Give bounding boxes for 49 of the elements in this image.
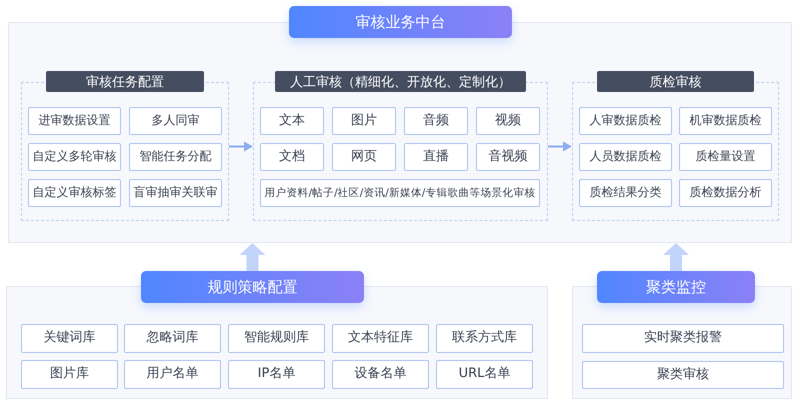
- feature-box: 设备名单: [332, 360, 429, 389]
- feature-box: 音视频: [476, 143, 540, 171]
- feature-box: 联系方式库: [436, 324, 533, 353]
- arrow: [229, 142, 253, 152]
- feature-box: IP名单: [228, 360, 325, 389]
- block-arrow: [240, 243, 266, 271]
- heading-tab: 审核业务中台: [289, 6, 512, 38]
- feature-box: 图片库: [21, 360, 118, 389]
- heading-tab: 聚类监控: [597, 271, 755, 303]
- feature-box: 多人同审: [129, 107, 222, 135]
- feature-box: 聚类审核: [582, 361, 784, 389]
- feature-box: 自定义多轮审核: [28, 143, 121, 171]
- section-panel: [8, 6, 792, 243]
- feature-box: 视频: [476, 107, 540, 135]
- section-panel: [6, 271, 548, 399]
- feature-box: 用户名单: [124, 360, 221, 389]
- heading-tab: 质检审核: [597, 71, 754, 92]
- feature-box: 智能规则库: [228, 324, 325, 353]
- dashed-group: [572, 71, 779, 221]
- feature-box: 关键词库: [21, 324, 118, 353]
- block-arrow: [663, 243, 689, 271]
- heading-tab: 人工审核（精细化、开放化、定制化）: [275, 71, 526, 92]
- feature-box: 机审数据质检: [679, 107, 772, 135]
- heading-tab: 审核任务配置: [46, 71, 204, 92]
- feature-box: 人审数据质检: [579, 107, 672, 135]
- feature-box: 智能任务分配: [129, 143, 222, 171]
- feature-box: 文本: [260, 107, 324, 135]
- feature-box: 人员数据质检: [579, 143, 672, 171]
- heading-tab: 规则策略配置: [141, 271, 364, 303]
- dashed-group: [21, 71, 229, 221]
- section-panel: [572, 271, 792, 399]
- feature-box: 用户资料/帖子/社区/资讯/新媒体/专辑歌曲等场景化审核: [260, 179, 540, 207]
- feature-box: 质检量设置: [679, 143, 772, 171]
- feature-box: 自定义审核标签: [28, 179, 121, 207]
- feature-box: 网页: [332, 143, 396, 171]
- feature-box: URL名单: [436, 360, 533, 389]
- feature-box: 文本特征库: [332, 324, 429, 353]
- feature-box: 实时聚类报警: [582, 324, 784, 353]
- feature-box: 盲审抽审关联审: [129, 179, 222, 207]
- dashed-group: [253, 71, 548, 221]
- feature-box: 进审数据设置: [28, 107, 121, 135]
- feature-box: 质检结果分类: [579, 179, 672, 207]
- arrow: [548, 142, 572, 152]
- feature-box: 音频: [404, 107, 468, 135]
- feature-box: 图片: [332, 107, 396, 135]
- feature-box: 忽略词库: [124, 324, 221, 353]
- feature-box: 文档: [260, 143, 324, 171]
- feature-box: 质检数据分析: [679, 179, 772, 207]
- feature-box: 直播: [404, 143, 468, 171]
